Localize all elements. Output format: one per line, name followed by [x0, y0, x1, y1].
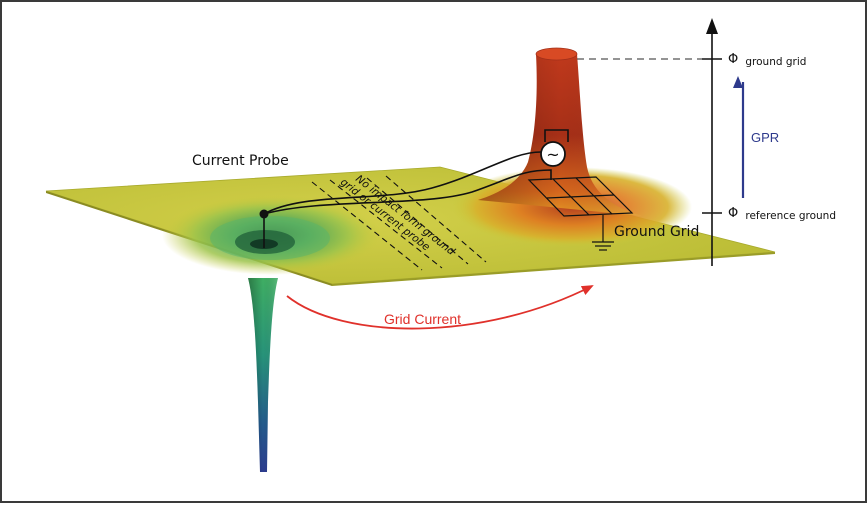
axis-arrowhead: [706, 18, 718, 34]
phi-ground-grid-label: Φ ground grid: [728, 52, 806, 68]
phi-reference-subscript: reference ground: [745, 210, 836, 222]
ac-source-symbol: ~: [546, 145, 559, 164]
phi-ground-grid-subscript: ground grid: [745, 56, 806, 68]
phi-ground-grid-symbol: Φ: [728, 52, 738, 67]
ground-grid-peak: [452, 48, 692, 247]
phi-reference-symbol: Φ: [728, 206, 738, 221]
grid-current-label: Grid Current: [384, 311, 461, 327]
gpr-label: GPR: [751, 130, 779, 145]
phi-reference-ground-label: Φ reference ground: [728, 206, 836, 222]
current-probe-label: Current Probe: [192, 153, 289, 169]
ac-source: ~: [541, 142, 565, 166]
current-probe-spike: [248, 278, 278, 472]
ground-grid-label: Ground Grid: [614, 224, 699, 240]
potential-axis: [702, 18, 722, 266]
current-probe-dip: [162, 195, 382, 275]
probe-connection-node: [260, 210, 269, 219]
